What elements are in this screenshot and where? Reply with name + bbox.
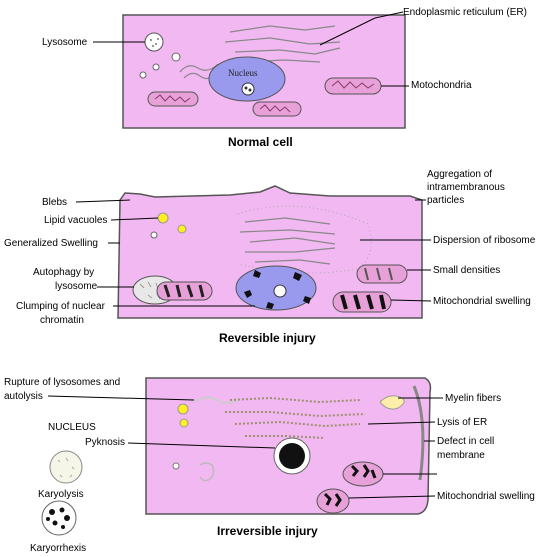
- karyolysis-example: [49, 450, 83, 484]
- reversible-injury-caption: Reversible injury: [219, 331, 316, 345]
- irreversible-injury-caption: Irreversible injury: [217, 524, 318, 538]
- normal-cell-panel: Nucleus Lysosome Endoplasmic reticulum (…: [42, 7, 527, 149]
- lysosome-label: Lysosome: [42, 37, 88, 48]
- aggregation-label-line3: particles: [427, 195, 464, 206]
- rupture-label-line1: Rupture of lysosomes and: [4, 377, 120, 388]
- irreversible-mitochondrion-1: [342, 461, 384, 487]
- blebs-label: Blebs: [42, 197, 67, 208]
- er-label: Endoplasmic reticulum (ER): [403, 7, 527, 18]
- rupture-label-line2: autolysis: [4, 391, 43, 402]
- nucleus-heading: NUCLEUS: [48, 422, 96, 433]
- myelin-label: Myelin fibers: [445, 393, 501, 404]
- irreversible-mitochondrion-2: [316, 488, 350, 514]
- defect-label-line2: membrane: [437, 450, 485, 461]
- small-densities-label: Small densities: [433, 265, 500, 276]
- reversible-injury-panel: Blebs Lipid vacuoles Generalized Swellin…: [4, 169, 536, 345]
- ribosome-label: Dispersion of ribosome: [433, 235, 536, 246]
- karyolysis-label: Karyolysis: [38, 489, 84, 500]
- reversible-mito-swelling-label: Mitochondrial swelling: [433, 296, 531, 307]
- lipid-vacuole-1: [157, 212, 169, 224]
- irreversible-mito-swelling-label: Mitochondrial swelling: [437, 491, 535, 502]
- karyorrhexis-label: Karyorrhexis: [30, 543, 86, 554]
- irreversible-lipid-2: [179, 418, 189, 428]
- reversible-mitochondrion-1: [156, 281, 213, 301]
- normal-nucleus: [208, 56, 286, 102]
- normal-mitochondrion-3: [324, 77, 382, 95]
- nucleus-label: Nucleus: [228, 68, 258, 78]
- reversible-nucleolus: [273, 284, 287, 298]
- nucleolus: [241, 82, 255, 96]
- aggregation-label-line2: intramembranous: [427, 182, 505, 193]
- autophagy-label-line1: Autophagy by: [33, 267, 94, 278]
- irreversible-lipid-1: [177, 403, 189, 415]
- lipid-vacuole-2: [177, 224, 187, 234]
- lysed-er: [225, 396, 366, 439]
- mitochondria-label: Motochondria: [411, 80, 472, 91]
- pyknosis-label: Pyknosis: [85, 437, 125, 448]
- reversible-mitochondrion-2: [356, 264, 408, 284]
- aggregation-label-line1: Aggregation of: [427, 169, 492, 180]
- lysosome-organelle: [144, 32, 164, 52]
- autophagy-label-line2: lysosome: [55, 281, 98, 292]
- clumping-label-line2: chromatin: [40, 315, 84, 326]
- reversible-er: [237, 205, 372, 274]
- clumping-label-line1: Clumping of nuclear: [16, 301, 106, 312]
- generalized-swelling-label: Generalized Swelling: [4, 238, 98, 249]
- myelin-figure: [379, 395, 405, 410]
- normal-cell-caption: Normal cell: [228, 135, 293, 149]
- irreversible-injury-panel: Rupture of lysosomes and autolysis NUCLE…: [4, 377, 535, 554]
- lipid-vacuoles-label: Lipid vacuoles: [44, 215, 107, 226]
- lysis-er-label: Lysis of ER: [437, 417, 487, 428]
- defect-label-line1: Defect in cell: [437, 436, 494, 447]
